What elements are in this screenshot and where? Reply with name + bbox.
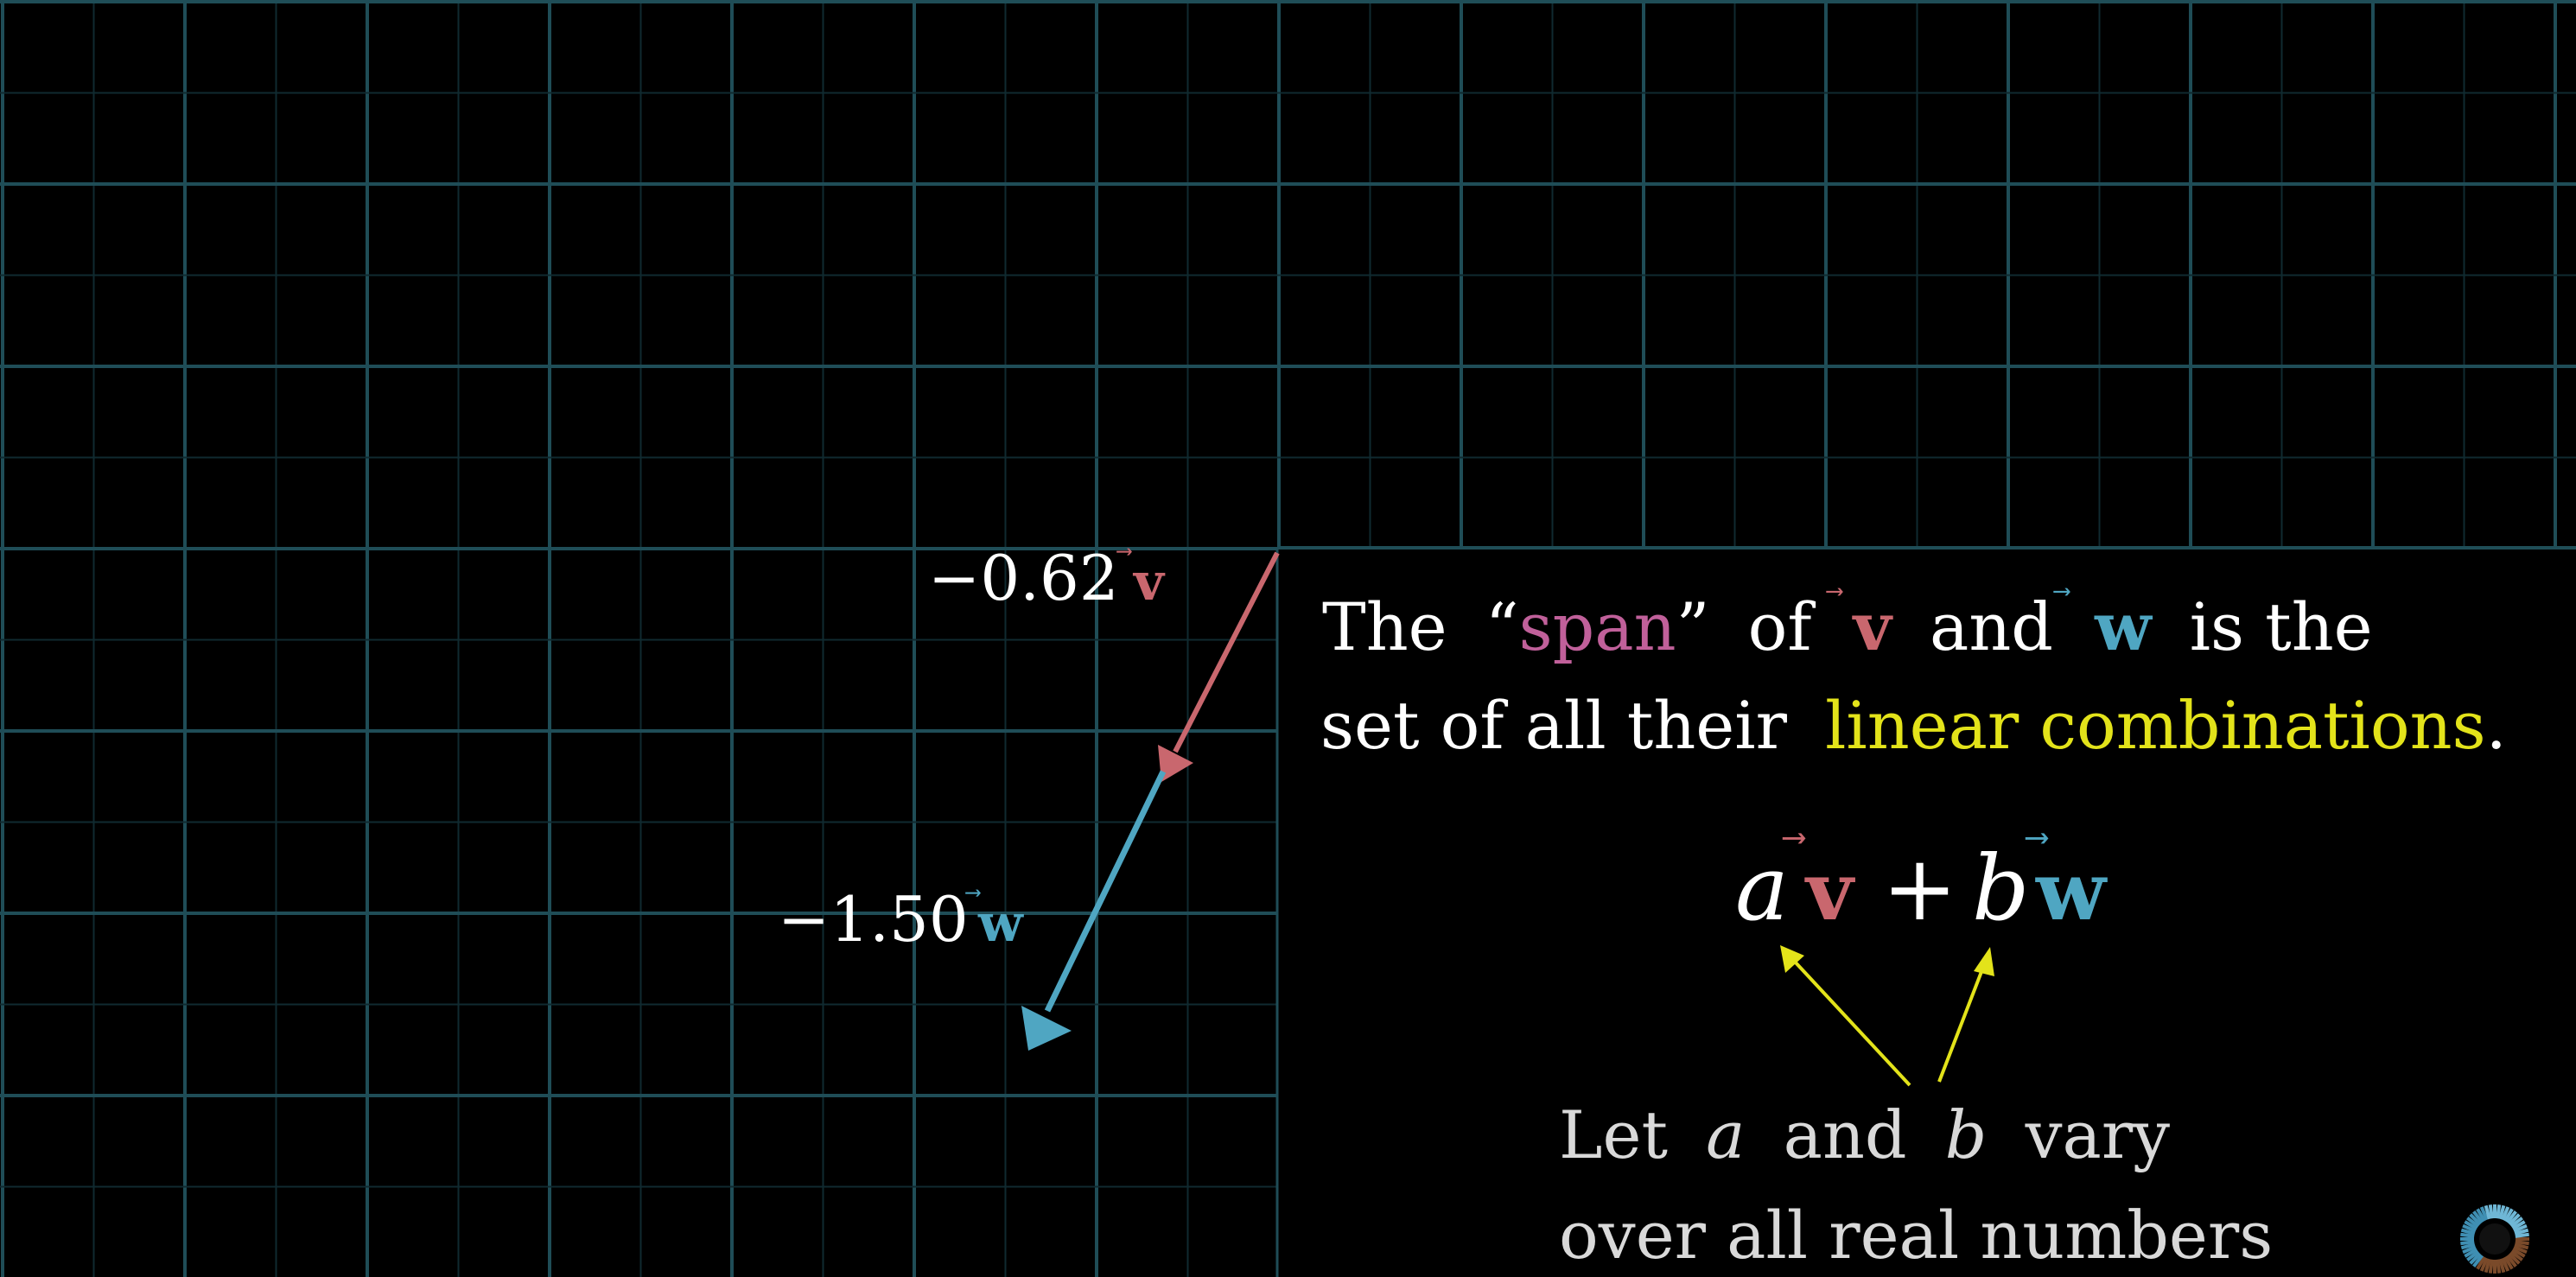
w-coefficient-label: −1.50 xyxy=(778,883,969,956)
logo-spoke xyxy=(2484,1204,2491,1220)
logo-spoke xyxy=(2476,1255,2486,1270)
vector-v-scaled xyxy=(1158,551,1280,782)
words-linear-combinations: linear combinations xyxy=(1825,687,2486,764)
logo-spoke xyxy=(2515,1232,2529,1238)
words-is-the: is the xyxy=(2190,588,2373,665)
logo-spoke xyxy=(2476,1208,2486,1223)
logo-spoke xyxy=(2498,1204,2506,1220)
period: . xyxy=(2486,687,2507,764)
logo-spoke xyxy=(2484,1258,2491,1274)
logo-spoke xyxy=(2498,1258,2506,1274)
logo-spoke xyxy=(2513,1223,2528,1233)
logo-spoke xyxy=(2503,1255,2514,1270)
logo-spoke xyxy=(2488,1259,2494,1274)
w-symbol: w xyxy=(977,893,1024,954)
formula-v: v xyxy=(1804,844,1855,939)
close-quote: ” xyxy=(1676,588,1710,665)
statement-line-1: The “span” of v and w is the xyxy=(1322,588,2373,665)
logo-spoke xyxy=(2509,1217,2523,1228)
word-the: The xyxy=(1322,588,1447,665)
logo-spoke xyxy=(2496,1259,2502,1274)
word-let: Let xyxy=(1559,1096,1668,1173)
logo-spoke xyxy=(2506,1254,2517,1267)
formula-plus: + xyxy=(1882,835,1957,941)
logo-spoke xyxy=(2462,1245,2477,1255)
logo-spoke xyxy=(2472,1210,2484,1224)
logo-spoke xyxy=(2501,1206,2510,1221)
formula-a: a xyxy=(1735,835,1789,941)
v-symbol-inline: v xyxy=(1852,588,1894,665)
note-line-2: over all real numbers xyxy=(1559,1197,2273,1274)
logo-spoke xyxy=(2466,1217,2480,1228)
logo-spoke xyxy=(2509,1250,2523,1261)
v-symbol: v xyxy=(1132,552,1166,613)
logo-spoke xyxy=(2460,1228,2476,1236)
logo-spoke xyxy=(2472,1254,2484,1267)
logo-spoke xyxy=(2469,1213,2482,1226)
word-span: span xyxy=(1519,588,1676,665)
formula-b: b xyxy=(1972,835,2030,941)
logo-hub xyxy=(2479,1223,2510,1255)
logo-spoke xyxy=(2513,1245,2528,1255)
note-a: a xyxy=(1706,1096,1745,1173)
logo-spoke xyxy=(2511,1220,2526,1230)
logo-spoke xyxy=(2506,1210,2517,1224)
note-and: and xyxy=(1784,1096,1907,1173)
logo-spoke xyxy=(2466,1250,2480,1261)
open-quote: “ xyxy=(1485,588,1519,665)
3b1b-pi-logo-icon xyxy=(2460,1204,2529,1274)
logo-spoke xyxy=(2479,1206,2489,1221)
statement-line-2: set of all their linear combinations. xyxy=(1320,687,2507,764)
logo-spoke xyxy=(2503,1208,2514,1223)
v-symbol-label: v ⃗ xyxy=(1116,548,1166,613)
pointer-arrow-to-a xyxy=(1780,945,1911,1087)
pointer-arrow-to-b xyxy=(1937,947,1994,1083)
w-symbol-inline: w xyxy=(2094,588,2153,665)
logo-spoke xyxy=(2469,1252,2482,1265)
words-set-of-all-their: set of all their xyxy=(1320,687,1788,764)
logo-spoke xyxy=(2460,1232,2475,1238)
note-vary: vary xyxy=(2025,1096,2171,1173)
w-symbol-label: w ⃗ xyxy=(965,889,1024,954)
word-of: of xyxy=(1748,588,1816,665)
logo-spoke xyxy=(2460,1242,2476,1250)
word-and: and xyxy=(1930,588,2053,665)
formula-w: w xyxy=(2035,844,2108,939)
logo-spoke xyxy=(2460,1240,2475,1246)
logo-spoke xyxy=(2501,1257,2510,1272)
logo-spoke xyxy=(2508,1252,2521,1265)
logo-spoke xyxy=(2511,1248,2526,1258)
note-line-1: Let a and b vary xyxy=(1559,1096,2170,1173)
logo-spoke xyxy=(2514,1242,2529,1250)
vector-w-scaled xyxy=(1021,770,1167,1051)
logo-spoke xyxy=(2464,1220,2478,1230)
note-b: b xyxy=(1945,1096,1988,1173)
logo-spoke xyxy=(2464,1248,2478,1258)
logo-spoke xyxy=(2462,1223,2477,1233)
v-coefficient-label: −0.62 xyxy=(928,542,1119,614)
logo-spoke xyxy=(2479,1257,2489,1272)
logo-spoke xyxy=(2508,1213,2521,1226)
logo-spoke xyxy=(2496,1204,2502,1219)
logo-spoke xyxy=(2514,1228,2529,1236)
logo-spoke xyxy=(2515,1240,2529,1246)
logo-spoke xyxy=(2488,1204,2494,1219)
